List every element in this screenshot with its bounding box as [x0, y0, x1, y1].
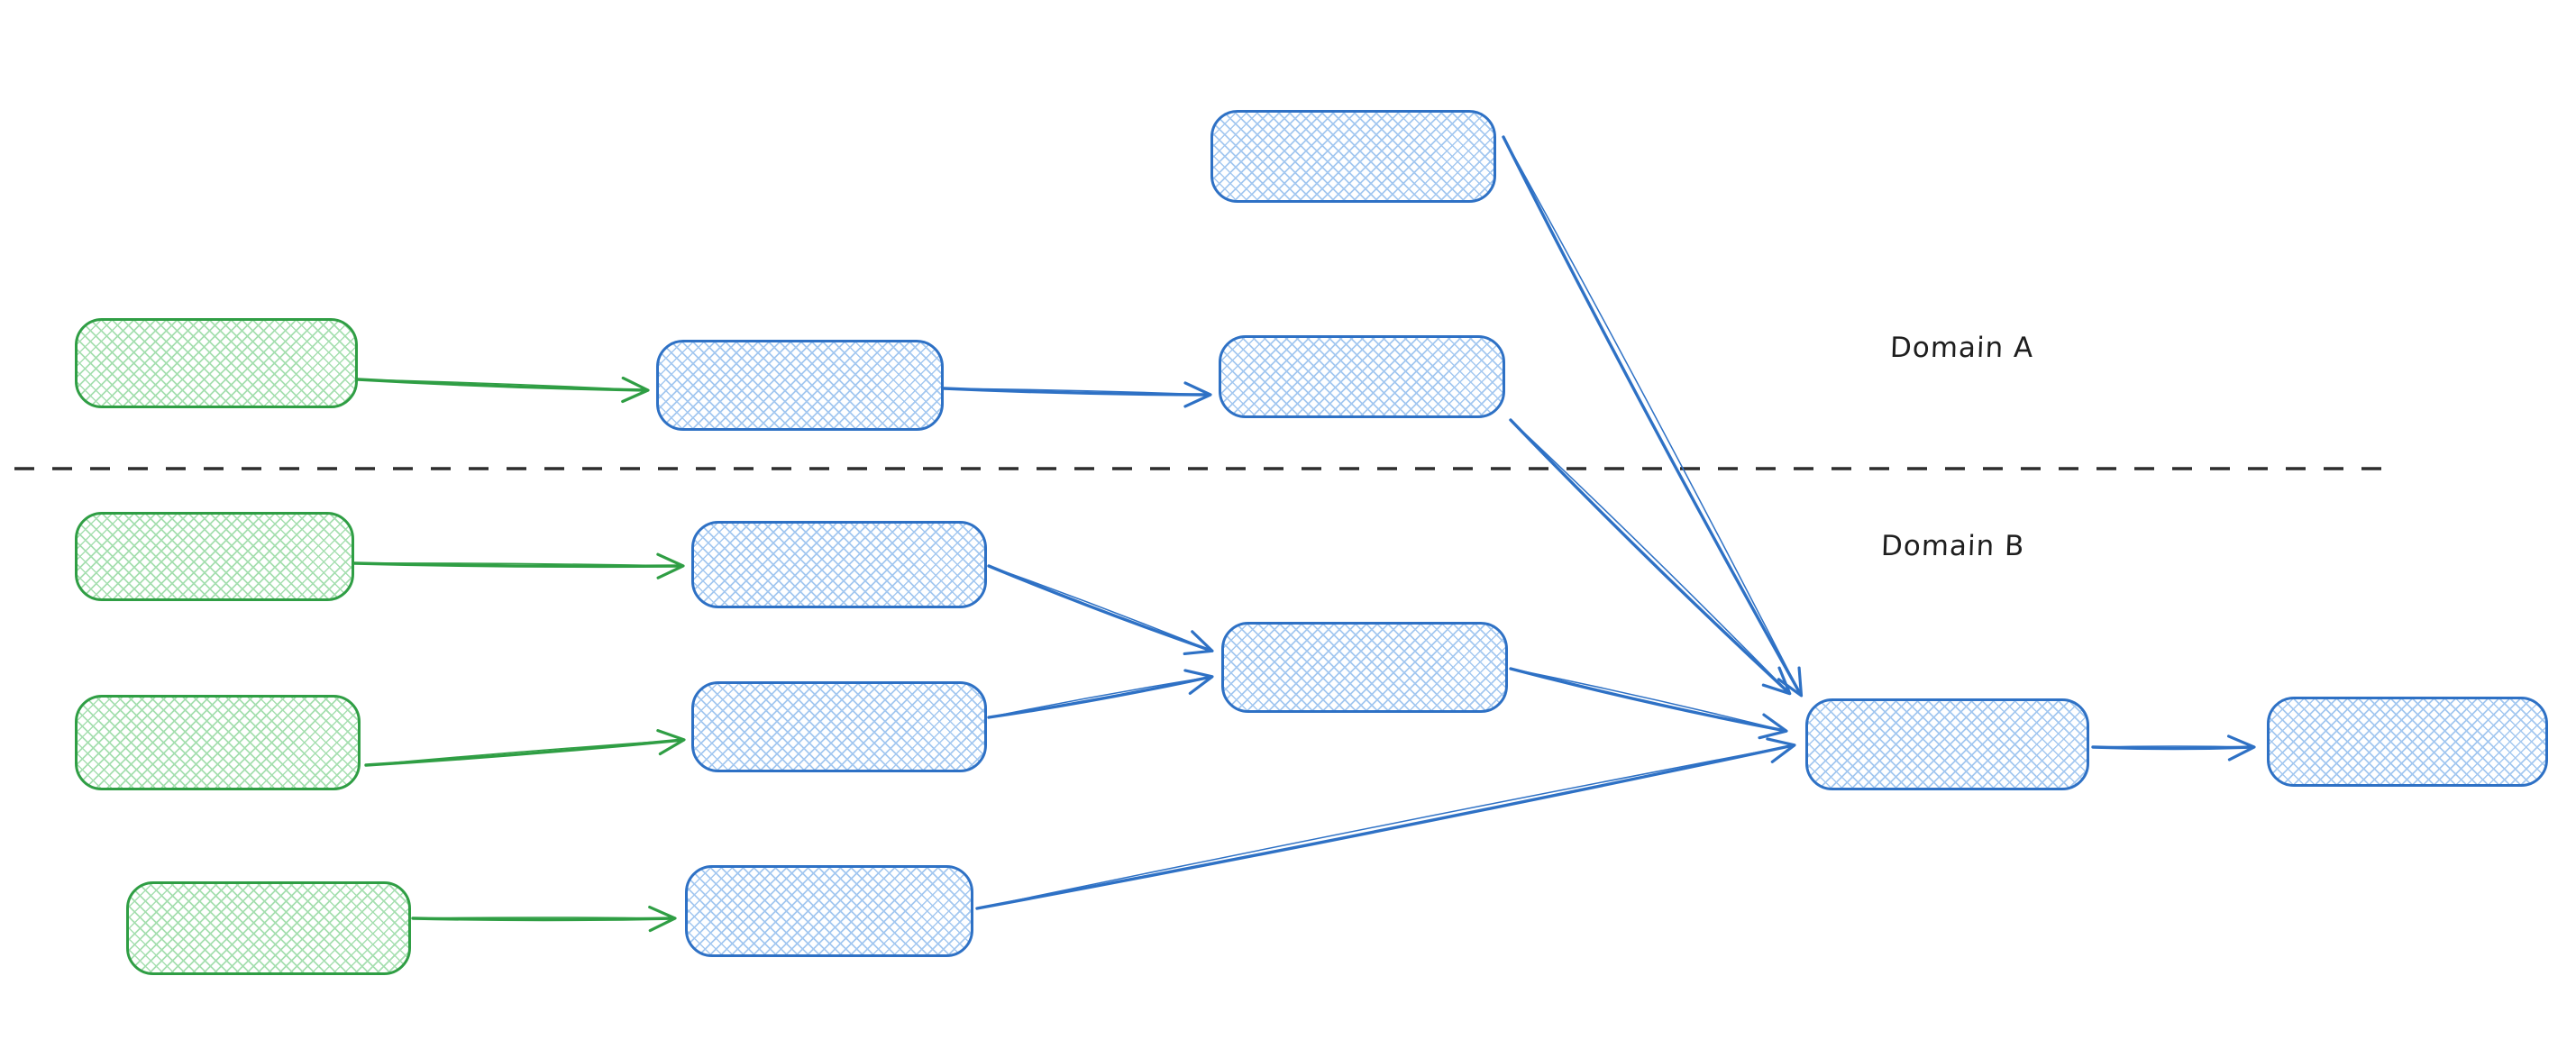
edge-b-stage1b-to-merge-echo — [988, 676, 1212, 718]
edge-b-source3-to-stage3[interactable] — [411, 905, 677, 933]
node-output-blue[interactable] — [2267, 697, 2548, 787]
edge-b-source1-to-stage1[interactable] — [352, 552, 685, 579]
edge-a-stage2-to-hub-echo — [1510, 419, 1790, 694]
node-domain-a-top-blue[interactable] — [1210, 110, 1496, 203]
edge-b-stage1a-to-merge-echo — [988, 565, 1212, 652]
edge-b-source3-to-stage3-echo — [412, 917, 675, 919]
edge-b-source1-to-stage1-echo — [353, 562, 683, 567]
node-domain-b-source1-green[interactable] — [75, 512, 354, 601]
edge-a-stage2-to-hub[interactable] — [1509, 418, 1792, 696]
node-domain-b-source3-green[interactable] — [126, 881, 411, 975]
node-domain-a-source-green[interactable] — [75, 318, 358, 408]
edge-hub-to-output[interactable] — [2091, 734, 2256, 762]
edge-a-source-to-stage1-echo — [357, 379, 648, 391]
domain-a-label[interactable]: Domain A — [1889, 332, 2034, 364]
node-domain-a-stage2-blue[interactable] — [1219, 335, 1505, 418]
node-domain-a-stage1-blue[interactable] — [656, 340, 944, 431]
edge-hub-to-output-echo — [2092, 745, 2254, 748]
domain-b-label[interactable]: Domain B — [1880, 530, 2026, 562]
edge-b-stage1a-to-merge[interactable] — [987, 564, 1214, 656]
edge-a-stage1-to-stage2[interactable] — [942, 381, 1212, 408]
edge-b-merge-to-hub[interactable] — [1509, 667, 1788, 740]
edge-a-stage1-to-stage2-echo — [943, 388, 1210, 396]
edge-b-source2-to-stage2-echo — [365, 739, 684, 766]
edge-b-stage1c-to-hub-echo — [976, 744, 1795, 909]
node-domain-b-stage1b-blue[interactable] — [691, 681, 987, 772]
node-domain-b-source2-green[interactable] — [75, 695, 361, 790]
edge-b-stage1c-to-hub[interactable] — [975, 737, 1796, 910]
node-domain-b-stage1c-blue[interactable] — [685, 865, 973, 957]
edge-a-top-to-hub[interactable] — [1502, 135, 1804, 698]
edge-b-merge-to-hub-echo — [1510, 668, 1786, 732]
edge-b-stage1b-to-merge[interactable] — [987, 669, 1214, 719]
edge-a-top-to-hub-echo — [1503, 136, 1802, 696]
edge-b-source2-to-stage2[interactable] — [364, 729, 686, 767]
node-domain-b-merge-blue[interactable] — [1221, 622, 1508, 713]
node-hub-blue[interactable] — [1805, 698, 2089, 790]
edge-a-source-to-stage1[interactable] — [356, 376, 650, 404]
node-domain-b-stage1a-blue[interactable] — [691, 521, 987, 608]
